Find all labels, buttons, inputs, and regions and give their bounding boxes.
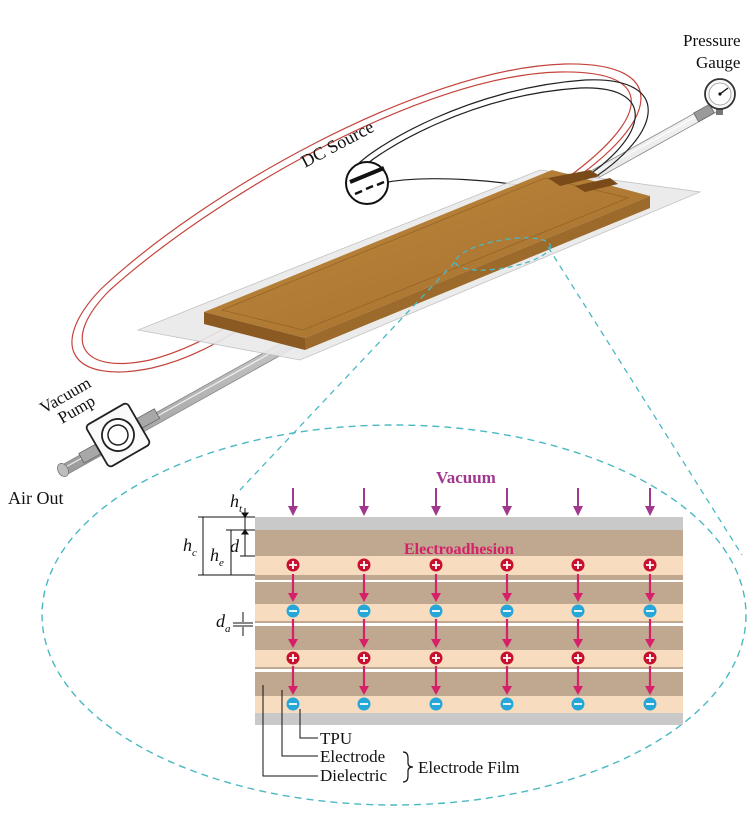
zoom-guide-right bbox=[547, 246, 743, 556]
negative-charge-icon bbox=[286, 604, 300, 618]
positive-charge-icon bbox=[500, 651, 514, 665]
dielectric-2 bbox=[255, 575, 683, 580]
vacuum-label: Vacuum bbox=[436, 468, 496, 487]
dielectric-3 bbox=[255, 582, 683, 604]
electrode-film-label: Electrode Film bbox=[418, 758, 520, 777]
electrode-film-brace bbox=[402, 751, 414, 783]
pressure-gauge-label-2: Gauge bbox=[696, 53, 740, 72]
dielectric-6 bbox=[255, 667, 683, 669]
zoom-guide-left bbox=[239, 261, 456, 491]
positive-charge-icon bbox=[571, 651, 585, 665]
negative-charge-icon bbox=[429, 604, 443, 618]
leader-lines bbox=[262, 685, 318, 777]
tpu-top bbox=[255, 517, 683, 530]
dc-source-icon bbox=[345, 161, 389, 205]
negative-charges-row-4 bbox=[286, 697, 657, 711]
tpu-bottom bbox=[255, 713, 683, 725]
pressure-gauge-icon bbox=[704, 78, 736, 115]
field-arrows bbox=[288, 574, 655, 695]
vacuum-pump-icon bbox=[85, 402, 151, 468]
electroadhesion-label: Electroadhesion bbox=[404, 541, 514, 558]
h-c-symbol: hc bbox=[183, 535, 197, 559]
positive-charge-icon bbox=[429, 651, 443, 665]
dc-wires bbox=[71, 63, 649, 373]
positive-charge-icon bbox=[643, 558, 657, 572]
h-e-symbol: he bbox=[210, 545, 224, 569]
gap-2 bbox=[255, 623, 683, 626]
dielectric-label: Dielectric bbox=[320, 766, 387, 785]
positive-charge-icon bbox=[286, 558, 300, 572]
electrode-1 bbox=[255, 556, 683, 575]
positive-charge-icon bbox=[357, 651, 371, 665]
d-a-symbol: da bbox=[216, 611, 231, 635]
electroadhesive-pad bbox=[204, 170, 650, 350]
electrode-label: Electrode bbox=[320, 747, 385, 766]
negative-charge-icon bbox=[571, 604, 585, 618]
positive-charges-row-3 bbox=[286, 651, 657, 665]
positive-charges-row-1 bbox=[286, 558, 657, 572]
positive-charge-icon bbox=[571, 558, 585, 572]
pressure-gauge-label-1: Pressure bbox=[683, 31, 741, 50]
negative-charge-icon bbox=[643, 604, 657, 618]
dimension-lines bbox=[198, 508, 255, 636]
electrode-4 bbox=[255, 696, 683, 713]
positive-charge-icon bbox=[286, 651, 300, 665]
negative-charge-icon bbox=[357, 604, 371, 618]
dielectric-7 bbox=[255, 672, 683, 696]
electrode-2 bbox=[255, 604, 683, 621]
negative-charges-row-2 bbox=[286, 604, 657, 618]
negative-charge-icon bbox=[500, 697, 514, 711]
negative-charge-icon bbox=[286, 697, 300, 711]
gap-1 bbox=[255, 580, 683, 582]
zoom-region-ellipse bbox=[455, 237, 551, 271]
dielectric-4 bbox=[255, 621, 683, 623]
positive-charge-icon bbox=[429, 558, 443, 572]
positive-charge-icon bbox=[357, 558, 371, 572]
positive-charge-icon bbox=[500, 558, 514, 572]
negative-charge-icon bbox=[500, 604, 514, 618]
positive-charge-icon bbox=[643, 651, 657, 665]
negative-charge-icon bbox=[643, 697, 657, 711]
zoom-outline bbox=[41, 424, 747, 806]
h-t-symbol: ht bbox=[230, 491, 243, 515]
dielectric-5 bbox=[255, 626, 683, 650]
tpu-label: TPU bbox=[320, 729, 352, 748]
d-symbol: d bbox=[230, 536, 240, 556]
gap-3 bbox=[255, 669, 683, 672]
air-out-label: Air Out bbox=[8, 488, 64, 508]
vacuum-arrows bbox=[288, 488, 655, 516]
negative-charge-icon bbox=[571, 697, 585, 711]
negative-charge-icon bbox=[357, 697, 371, 711]
dielectric-1 bbox=[255, 530, 683, 556]
electrode-3 bbox=[255, 650, 683, 667]
negative-charge-icon bbox=[429, 697, 443, 711]
